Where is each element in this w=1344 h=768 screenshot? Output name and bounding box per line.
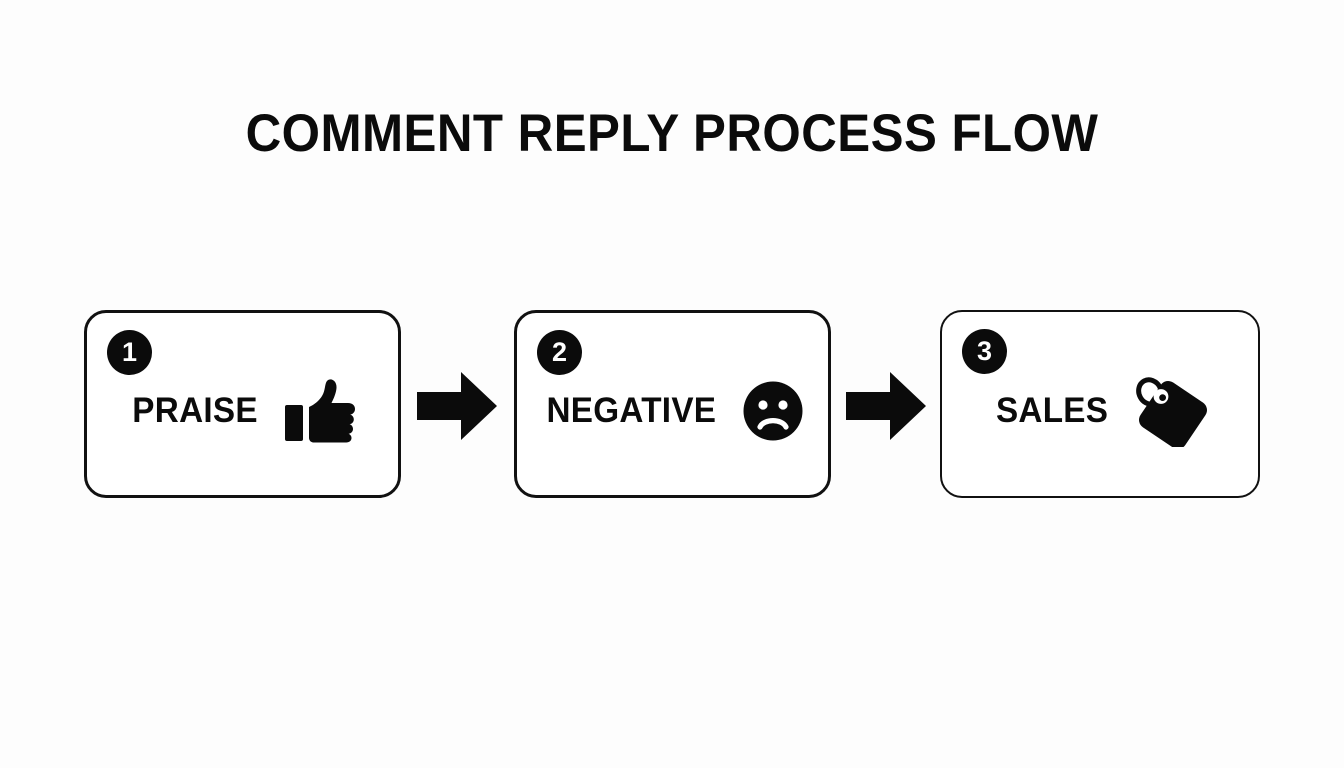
- step-label-praise: PRAISE: [132, 391, 259, 430]
- process-step-card-1[interactable]: 1 PRAISE: [84, 310, 401, 498]
- arrow-right-icon-2: [846, 372, 926, 440]
- step-number-badge-2: 2: [537, 330, 582, 375]
- step-card-content-2: NEGATIVE: [517, 313, 828, 495]
- process-step-card-3[interactable]: 3 SALES: [940, 310, 1260, 498]
- arrow-right-icon-1: [417, 372, 497, 440]
- step-card-content-1: PRAISE: [87, 313, 398, 495]
- step-label-sales: SALES: [995, 391, 1109, 430]
- thumbs-up-icon: [284, 379, 355, 443]
- page-title: COMMENT REPLY PROCESS FLOW: [245, 104, 1099, 163]
- step-label-negative: NEGATIVE: [546, 391, 717, 430]
- step-number-badge-1: 1: [107, 330, 152, 375]
- process-step-card-2[interactable]: 2 NEGATIVE: [514, 310, 831, 498]
- step-card-content-3: SALES: [942, 312, 1258, 496]
- price-tag-icon: [1136, 377, 1208, 447]
- process-flow-row: 1 PRAISE 2 NEGATIVE: [84, 310, 1260, 500]
- sad-face-icon: [743, 381, 803, 441]
- step-number-badge-3: 3: [962, 329, 1007, 374]
